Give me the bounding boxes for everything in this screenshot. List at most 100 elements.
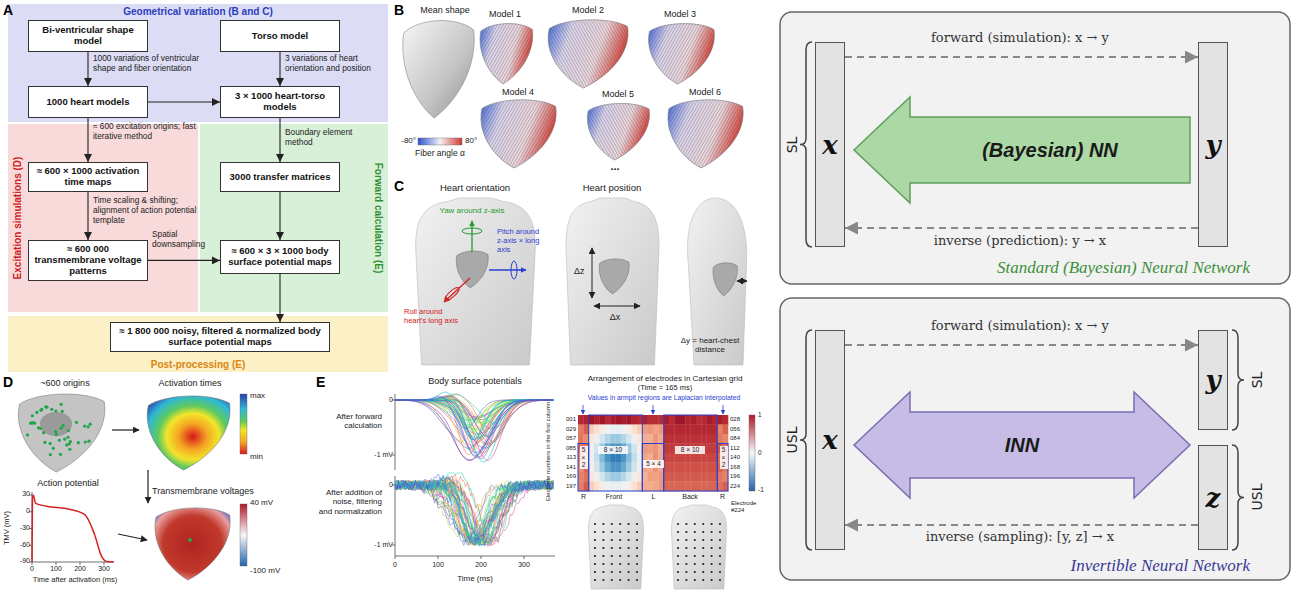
fiber-line <box>703 20 740 86</box>
fiber-line <box>366 96 408 170</box>
heatmap-cell <box>658 434 664 444</box>
heatmap-cell <box>658 482 664 492</box>
process-box: Torso model <box>220 20 340 52</box>
fiber-line <box>496 20 533 86</box>
fiber-line <box>694 20 731 86</box>
heatmap-cell <box>642 425 648 435</box>
heart-label: 80° <box>465 136 489 145</box>
heatmap-cell <box>637 444 643 454</box>
heatmap-cell <box>626 472 632 482</box>
label-box: Yaw around z-axis <box>432 206 512 215</box>
electrode-dot <box>711 523 713 525</box>
origin-dot <box>54 430 57 433</box>
heatmap-cell <box>621 482 627 492</box>
electrode-dot <box>611 563 613 565</box>
node-text: Torso model <box>252 31 308 42</box>
heart-label: Mean shape <box>410 5 480 16</box>
electrode-dot <box>619 579 621 581</box>
electrode-dot <box>719 571 721 573</box>
edge-label-box: 1000 variations of ventricular shape and… <box>93 54 208 74</box>
fiber-line <box>553 20 590 86</box>
label-box: max <box>250 391 280 400</box>
fiber-line <box>540 96 582 170</box>
heatmap-cell <box>701 472 707 482</box>
fiber-line <box>607 96 649 170</box>
fiber-line <box>484 16 526 90</box>
heatmap-cell <box>589 482 595 492</box>
node-text: z <box>1206 488 1221 508</box>
heatmap-cell <box>658 444 664 454</box>
fiber-line <box>769 96 811 170</box>
band-fill <box>200 124 388 312</box>
heatmap-cell <box>680 425 686 435</box>
signal-line <box>395 400 553 461</box>
heatmap-cell <box>653 434 659 444</box>
grid-label: R <box>578 493 589 501</box>
heart <box>456 251 488 288</box>
label-box: Δy = heart-chest distance <box>671 336 749 355</box>
heart-surface <box>649 24 715 84</box>
heatmap-cell <box>642 434 648 444</box>
fiber-line <box>586 20 623 86</box>
heatmap-cell <box>589 444 595 454</box>
fiber-line <box>435 96 477 170</box>
signal-line <box>395 399 553 459</box>
electrode-dot <box>636 555 638 557</box>
variable-box: y <box>1198 42 1228 247</box>
fiber-line <box>511 16 553 90</box>
heatmap-cell <box>691 463 697 473</box>
fiber-line <box>554 100 589 162</box>
electrode-dot <box>602 531 604 533</box>
electrode-dot <box>711 563 713 565</box>
heatmap-cell <box>717 472 723 482</box>
figure-label: -100 mV <box>250 566 295 575</box>
fiber-line <box>748 96 790 170</box>
heatmap-cell <box>637 434 643 444</box>
edge-label-box: forward (simulation): x → y <box>870 30 1170 46</box>
heatmap-cell <box>723 425 729 435</box>
heatmap-cell <box>717 482 723 492</box>
origin-dot <box>33 422 36 425</box>
label-box: 141 <box>556 464 576 471</box>
heart-outline <box>587 103 649 160</box>
fiber-lines <box>475 16 739 90</box>
heatmap-cell <box>696 425 702 435</box>
signal-line <box>395 400 553 423</box>
heart-mesh <box>18 394 104 472</box>
panel-letter: D <box>3 374 17 391</box>
heart-outline <box>480 24 533 84</box>
electrode-number: 084 <box>730 435 748 442</box>
node-text: ≈ 600 × 1000 activation time maps <box>33 166 143 188</box>
signal-line <box>395 480 553 545</box>
note-label: Electrode #224 <box>731 500 765 514</box>
origin-dot <box>63 438 66 441</box>
electrode-dot <box>702 539 704 541</box>
heatmap-cell <box>632 425 638 435</box>
fiber-line <box>528 96 570 170</box>
heatmap-cell <box>621 425 627 435</box>
signal-line <box>395 400 553 430</box>
electrode-dot <box>636 571 638 573</box>
heart-models <box>366 16 814 170</box>
label-box: Transmembrane voltages <box>152 486 262 497</box>
heatmap-cell <box>664 453 670 463</box>
electrode-dot <box>602 547 604 549</box>
heatmap-cell <box>701 415 707 425</box>
electrode-dot <box>711 579 713 581</box>
electrode-dot <box>594 523 596 525</box>
torso-label: Yaw around z-axis <box>432 206 512 215</box>
node-text: y <box>1205 370 1220 390</box>
fiber-line <box>546 96 588 170</box>
heatmap-cell <box>599 482 605 492</box>
electrode-dot <box>677 539 679 541</box>
heatmap-cell <box>632 453 638 463</box>
grid-label: 5 × 4 <box>643 460 664 468</box>
label-box: Δx <box>606 312 624 323</box>
label-box: 0 <box>11 507 30 515</box>
heatmap-cell <box>637 453 643 463</box>
label-box: 200 <box>471 561 491 569</box>
fiber-line <box>736 96 778 170</box>
heatmap-cell <box>589 425 595 435</box>
signal-line <box>395 481 553 546</box>
origin-dot <box>59 427 62 430</box>
